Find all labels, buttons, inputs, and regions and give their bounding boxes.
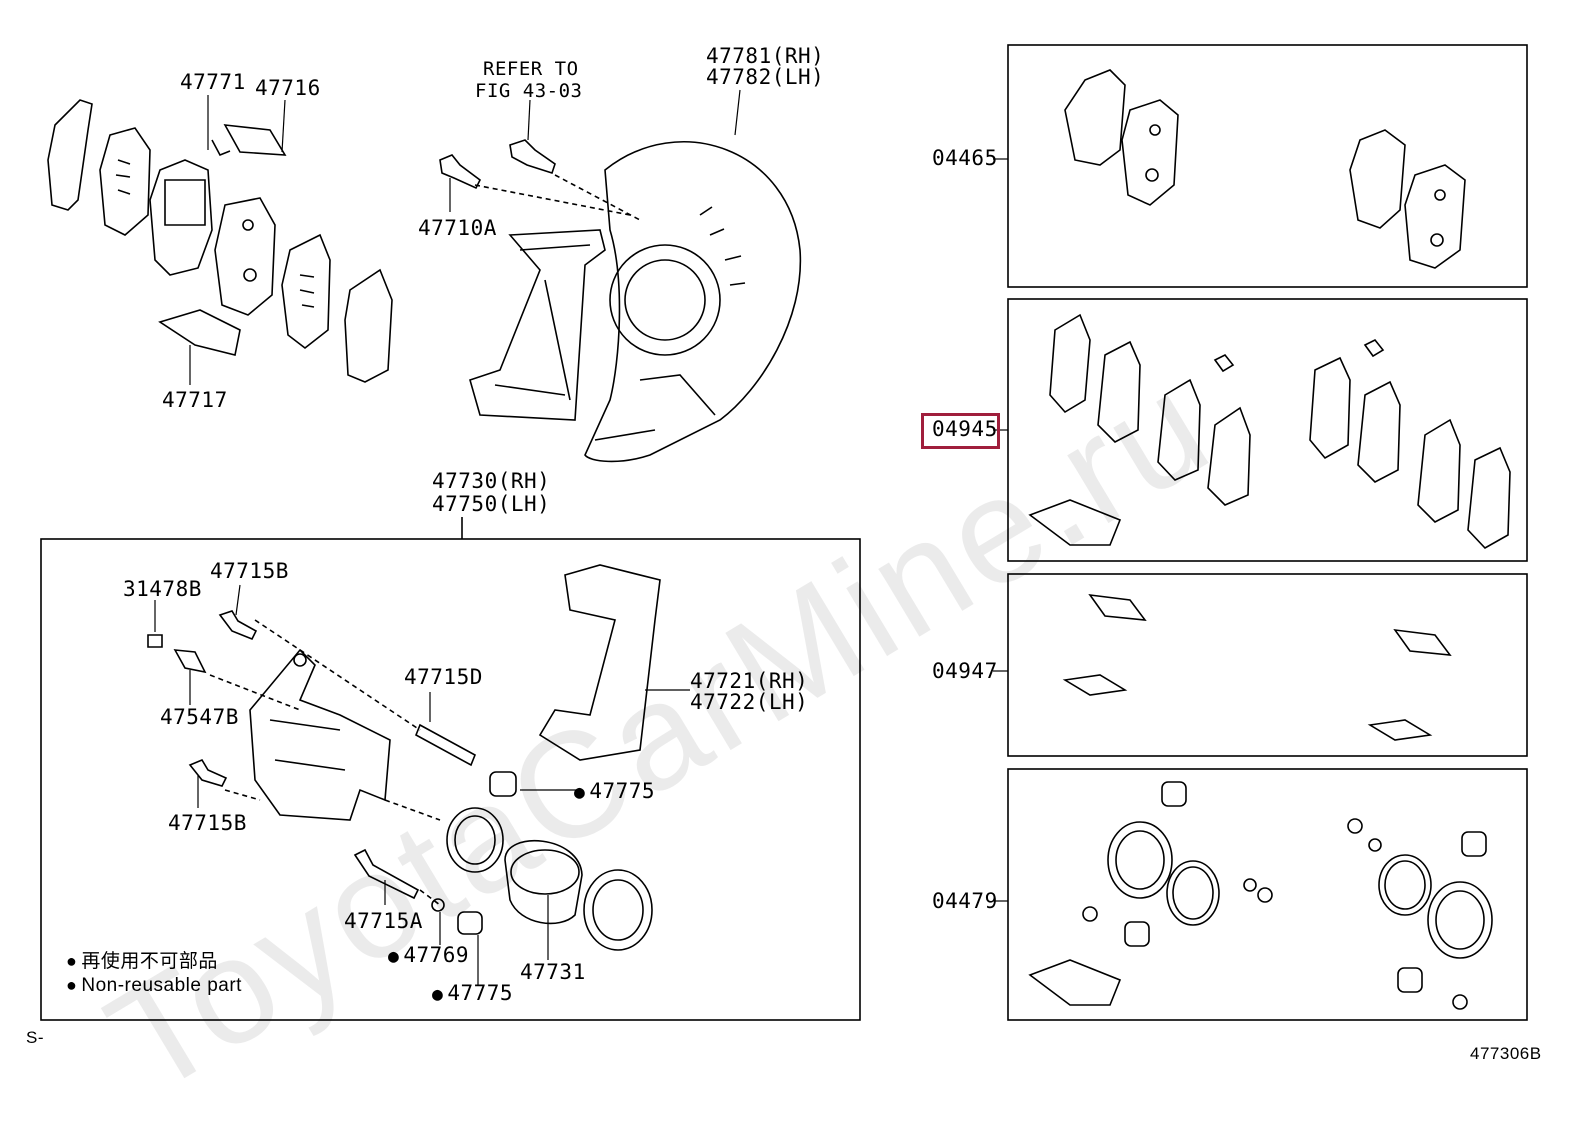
kit-04947[interactable]: 04947: [932, 659, 998, 683]
part-47715b-bottom: 47715B: [168, 811, 247, 835]
part-47775-upper: 47775: [574, 781, 655, 802]
caliper-frame: [40, 538, 861, 1021]
kit-04945-drawing: [1028, 313, 1511, 550]
kit-04479[interactable]: 04479: [932, 889, 998, 913]
part-31478b: 31478B: [123, 577, 202, 601]
bracket-drawing: [439, 139, 641, 421]
part-47715a: 47715A: [344, 909, 423, 933]
part-47750: 47750(LH): [432, 492, 551, 516]
kit-04947-drawing: [1062, 593, 1452, 741]
kit-box-04945: [1007, 298, 1528, 562]
part-47715b-top: 47715B: [210, 559, 289, 583]
part-47547b: 47547B: [160, 705, 239, 729]
part-47781: 47781(RH): [706, 44, 825, 68]
part-47731: 47731: [520, 960, 586, 984]
part-47771: 47771: [180, 70, 246, 94]
pad-set-drawing: [47, 99, 393, 383]
part-47717: 47717: [162, 388, 228, 412]
part-47730: 47730(RH): [432, 469, 551, 493]
kit-04479-drawing: [1028, 781, 1493, 1010]
footer-left: S-: [26, 1028, 44, 1047]
diagram-drawing: [40, 44, 1528, 1021]
part-47775-lower: 47775: [432, 983, 513, 1004]
kit-box-04947: [1007, 573, 1528, 757]
part-47715d: 47715D: [404, 665, 483, 689]
kit-04945[interactable]: 04945: [932, 417, 998, 441]
kit-04465-drawing: [1064, 69, 1466, 269]
part-47721: 47721(RH): [690, 669, 809, 693]
kit-04945-highlight[interactable]: [921, 413, 1000, 449]
part-47769: 47769: [388, 945, 469, 966]
caliper-drawing: [147, 564, 661, 951]
part-47722: 47722(LH): [690, 690, 809, 714]
refer-note-line1: REFER TO: [483, 58, 579, 80]
kit-box-04465: [1007, 44, 1528, 288]
kit-04465[interactable]: 04465: [932, 146, 998, 170]
part-47716: 47716: [255, 76, 321, 100]
figure-number: 477306B: [1470, 1044, 1542, 1063]
kit-box-04479: [1007, 768, 1528, 1021]
part-47782: 47782(LH): [706, 65, 825, 89]
legend-en: Non-reusable part: [66, 976, 242, 995]
leader-lines: [154, 89, 1008, 985]
refer-note-line2: FIG 43-03: [475, 80, 583, 102]
part-47710a: 47710A: [418, 216, 497, 240]
dust-shield-drawing: [584, 141, 802, 463]
legend-jp: 再使用不可部品: [66, 952, 218, 971]
